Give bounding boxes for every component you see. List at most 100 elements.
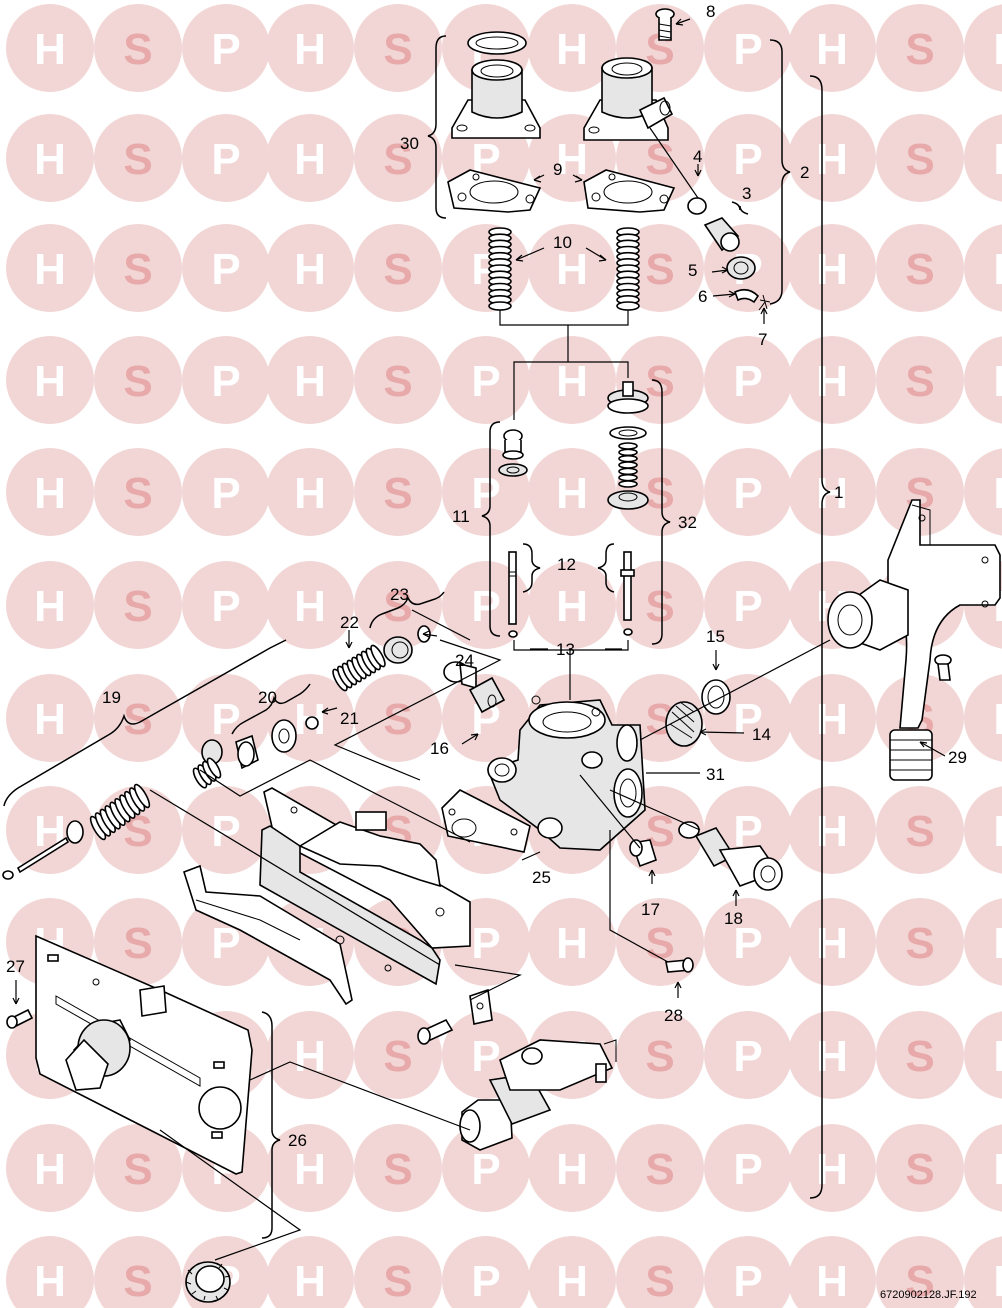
watermark-letter: H — [556, 25, 588, 74]
watermark-letter: S — [383, 469, 412, 518]
watermark-circle — [876, 786, 964, 874]
watermark-letter: S — [123, 919, 152, 968]
bracket-icon — [259, 787, 471, 986]
screw-icon — [665, 957, 694, 973]
watermark-circle — [6, 448, 94, 536]
spring-coil — [618, 448, 638, 457]
watermark-circle — [788, 114, 876, 202]
watermark-letter: H — [34, 1145, 66, 1194]
watermark-circle — [876, 448, 964, 536]
screw-icon — [417, 1018, 454, 1045]
watermark-circle — [266, 114, 354, 202]
watermark-letter: S — [123, 582, 152, 631]
callout-32: 32 — [678, 513, 697, 532]
watermark-letter: S — [383, 25, 412, 74]
pin-icon — [498, 429, 528, 477]
watermark-letter: S — [383, 245, 412, 294]
watermark-letter: P — [211, 135, 240, 184]
watermark-letter: P — [733, 919, 762, 968]
watermark-circle — [6, 4, 94, 92]
watermark-letter: P — [211, 582, 240, 631]
watermark-circle — [876, 336, 964, 424]
watermark-letter: S — [383, 357, 412, 406]
watermark-letter: S — [645, 245, 674, 294]
spring-icon — [89, 757, 222, 841]
watermark-letter: P — [993, 1257, 1002, 1306]
callout-30: 30 — [400, 134, 419, 153]
watermark-circle — [528, 1124, 616, 1212]
watermark-circle — [442, 336, 530, 424]
spindle-icon — [459, 1039, 617, 1151]
watermark-letter: P — [471, 469, 500, 518]
callout-10: 10 — [553, 233, 572, 252]
spring-coil — [206, 757, 222, 779]
watermark-circle — [788, 4, 876, 92]
watermark-circle — [94, 1236, 182, 1308]
watermark-circle — [354, 1236, 442, 1308]
pin-icon — [620, 551, 635, 636]
watermark-circle — [6, 1236, 94, 1308]
pin-icon — [508, 551, 518, 638]
spring-coil — [618, 454, 638, 463]
watermark-circle — [964, 1011, 1002, 1099]
watermark-letter: S — [645, 357, 674, 406]
assembly-braces — [3, 35, 831, 1239]
callout-21: 21 — [340, 709, 359, 728]
callout-25: 25 — [532, 868, 551, 887]
watermark-letter: S — [383, 582, 412, 631]
spring-coil — [616, 301, 640, 311]
watermark-letter: S — [645, 919, 674, 968]
watermark-letter: H — [294, 25, 326, 74]
spring-coil — [133, 783, 151, 809]
watermark-letter: P — [211, 245, 240, 294]
callout-26: 26 — [288, 1131, 307, 1150]
callout-28: 28 — [664, 1006, 683, 1025]
bracket-icon — [183, 864, 353, 1006]
callout-6: 6 — [698, 287, 707, 306]
watermark-circle — [266, 1236, 354, 1308]
watermark-circle — [94, 561, 182, 649]
spring-icon — [488, 227, 512, 311]
watermark-circle — [964, 114, 1002, 202]
watermark-letter: S — [905, 25, 934, 74]
watermark-letter: P — [733, 582, 762, 631]
inlet-pipe-icon — [827, 499, 1001, 781]
watermark-letter: H — [294, 469, 326, 518]
watermark-circle — [442, 1124, 530, 1212]
watermark-letter: P — [993, 1145, 1002, 1194]
watermark-letter: P — [733, 1145, 762, 1194]
spring-coil — [488, 301, 512, 311]
watermark-circle — [6, 224, 94, 312]
watermark-letter: P — [993, 1032, 1002, 1081]
watermark-letter: S — [123, 245, 152, 294]
watermark-circle — [182, 224, 270, 312]
watermark-circle — [876, 1011, 964, 1099]
watermark-letter: P — [993, 469, 1002, 518]
callout-24: 24 — [455, 651, 474, 670]
spring-icon — [616, 227, 640, 311]
watermark-letter: S — [905, 807, 934, 856]
watermark-circle — [876, 898, 964, 986]
spring-coil — [618, 473, 638, 482]
watermark-circle — [616, 1236, 704, 1308]
watermark-letter: H — [816, 1032, 848, 1081]
watermark-circle — [964, 674, 1002, 762]
watermark-letter: H — [556, 469, 588, 518]
watermark-circle — [788, 898, 876, 986]
watermark-circle — [94, 336, 182, 424]
valve-icon — [678, 821, 783, 891]
watermark-circle — [182, 4, 270, 92]
valve-icon — [649, 127, 771, 311]
watermark-circle — [616, 561, 704, 649]
hsp-watermark: HSPHSPHSPHSPHSPHSPHSPHSPHSPHSPHSPHSPHSPH… — [6, 4, 1002, 1308]
watermark-circle — [964, 4, 1002, 92]
watermark-circle — [6, 786, 94, 874]
watermark-circle — [704, 448, 792, 536]
watermark-letter: P — [993, 919, 1002, 968]
callout-20: 20 — [258, 688, 277, 707]
watermark-circle — [354, 224, 442, 312]
watermark-letter: H — [816, 919, 848, 968]
watermark-letter: S — [645, 469, 674, 518]
watermark-letter: S — [905, 919, 934, 968]
